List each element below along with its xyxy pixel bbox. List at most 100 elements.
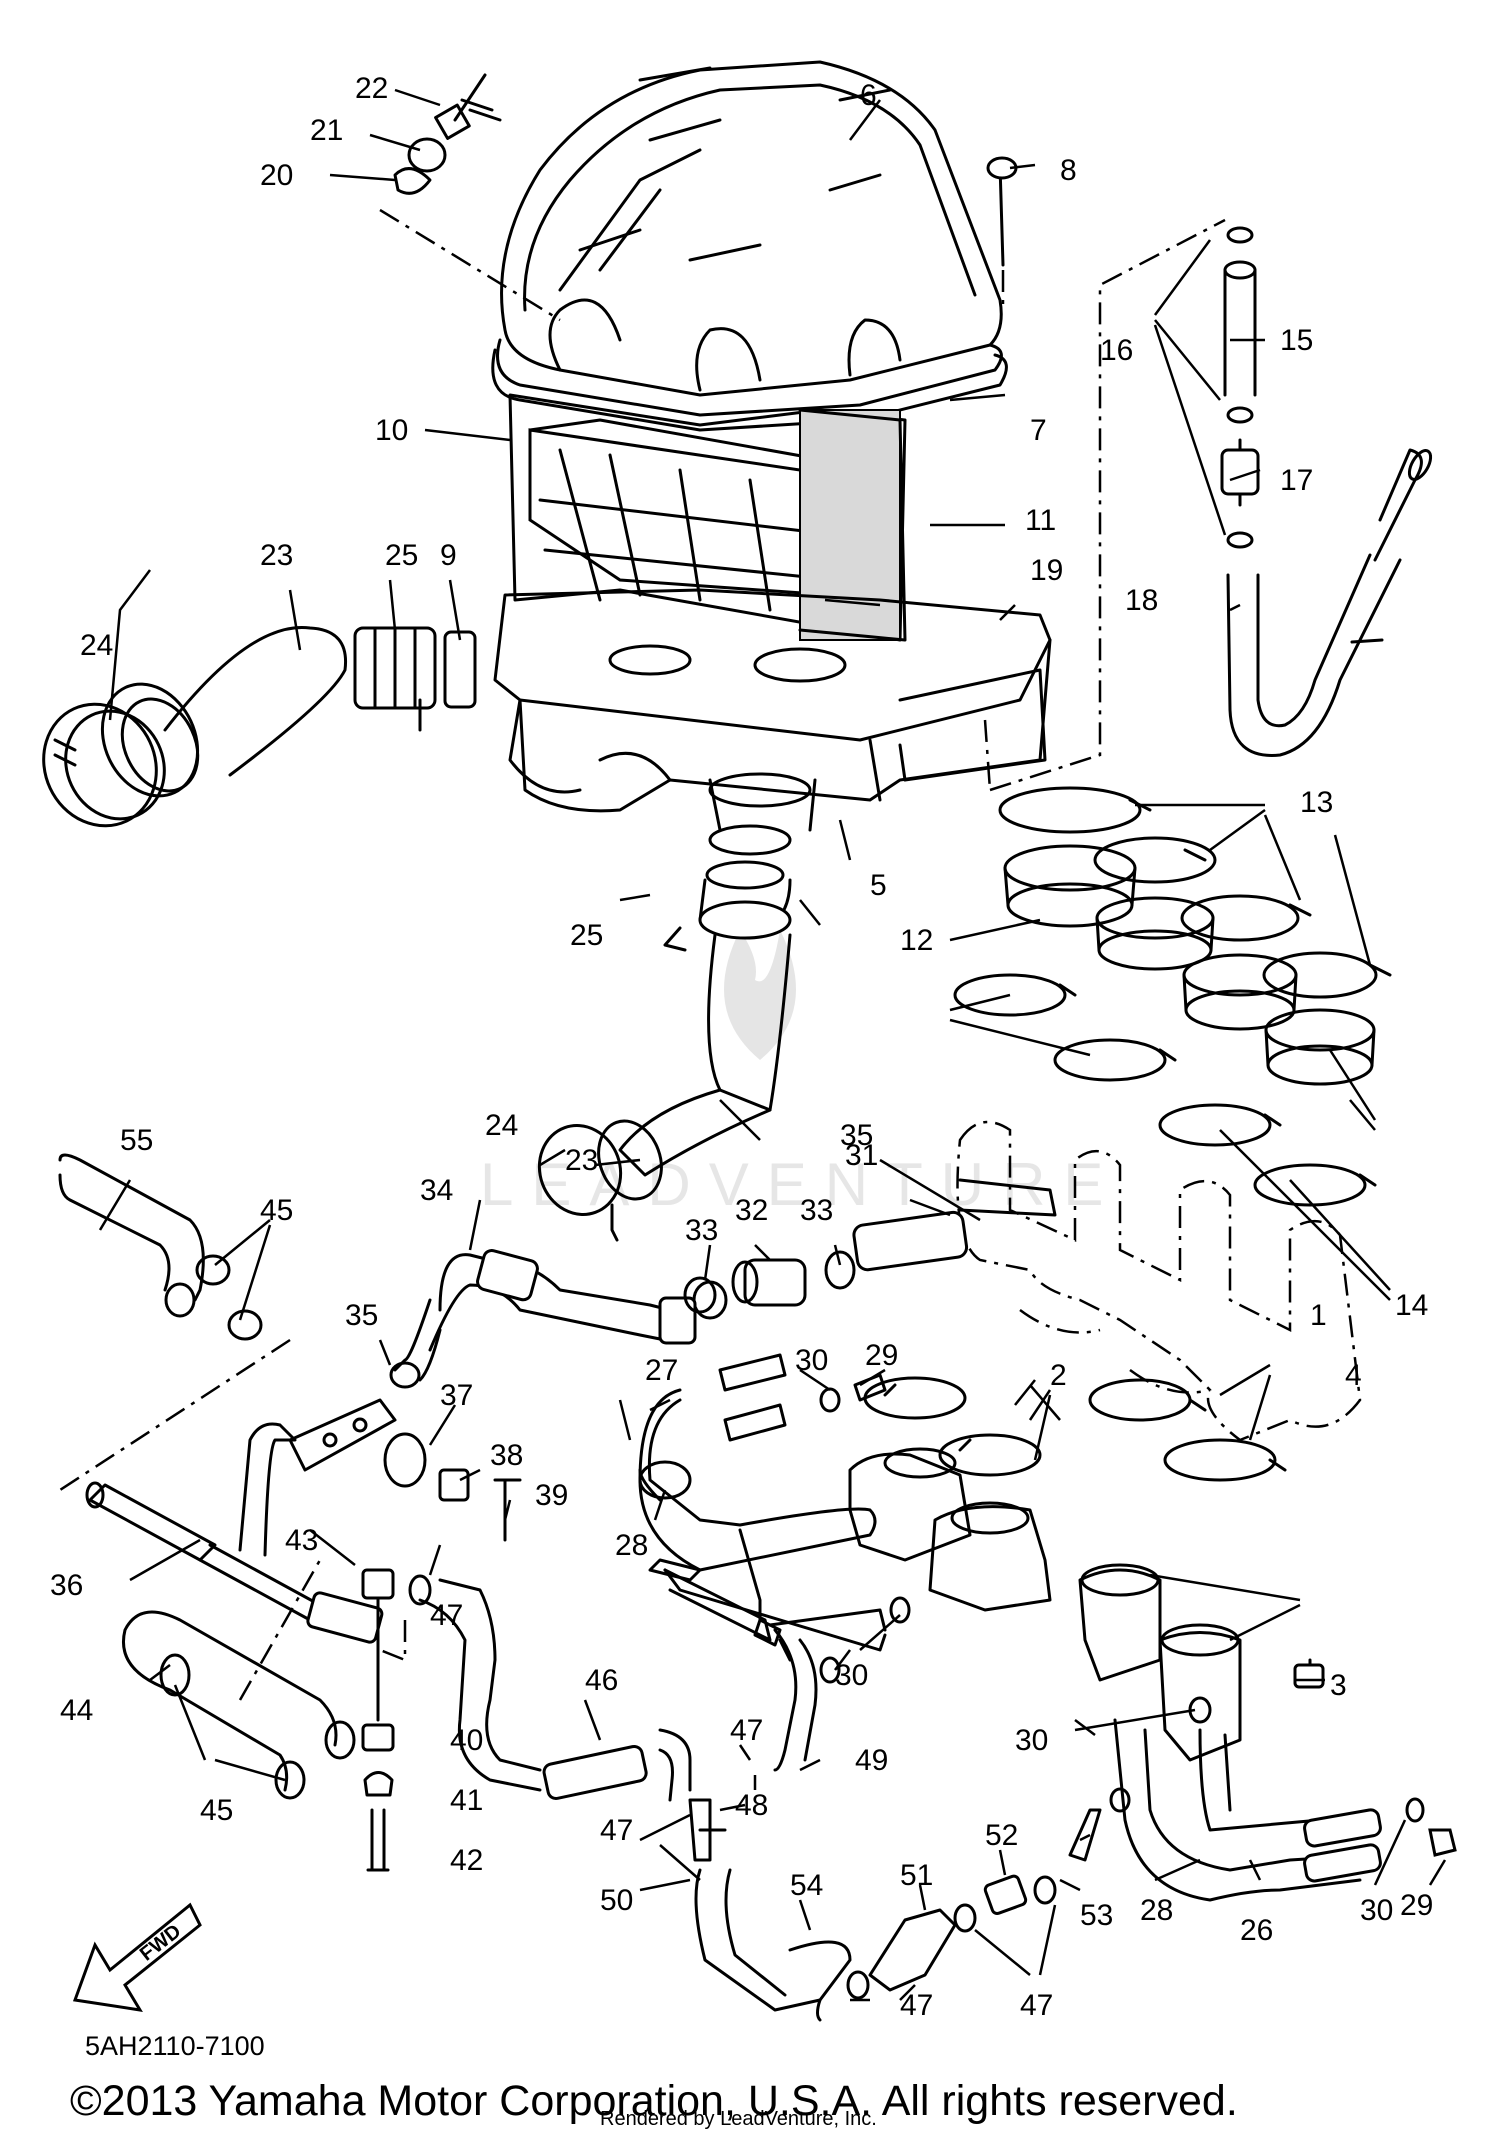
hose-55 <box>58 1153 263 1341</box>
callout-30d: 30 <box>1360 1894 1393 1927</box>
callout-5: 5 <box>870 869 887 902</box>
callout-32: 32 <box>735 1194 768 1227</box>
callout-52: 52 <box>985 1819 1018 1852</box>
callout-43: 43 <box>285 1524 318 1557</box>
callout-26: 26 <box>1240 1914 1273 1947</box>
assembly-line-breather <box>989 218 1226 792</box>
assembly-line-44 <box>238 1559 407 1701</box>
callout-33b: 33 <box>800 1194 833 1227</box>
callout-4: 4 <box>1345 1359 1362 1392</box>
callout-14: 14 <box>1395 1289 1428 1322</box>
callout-17: 17 <box>1280 464 1313 497</box>
callout-35a: 35 <box>345 1299 378 1332</box>
callout-10: 10 <box>375 414 408 447</box>
callout-15: 15 <box>1280 324 1313 357</box>
hose-chain-31-35 <box>389 1178 1057 1389</box>
callout-47d: 47 <box>900 1989 933 2022</box>
callout-28b: 28 <box>1140 1894 1173 1927</box>
breather-hose-assembly <box>1220 226 1433 757</box>
pipe-assembly-36 <box>85 1398 397 1644</box>
callout-45a: 45 <box>260 1194 293 1227</box>
callout-2: 2 <box>1050 1359 1067 1392</box>
callout-25a: 25 <box>385 539 418 572</box>
assembly-line-cover <box>379 208 561 322</box>
callout-12: 12 <box>900 924 933 957</box>
callout-50: 50 <box>600 1884 633 1917</box>
callout-54: 54 <box>790 1869 823 1902</box>
callout-13: 13 <box>1300 786 1333 819</box>
intake-duct-lower <box>537 824 792 1242</box>
callout-9: 9 <box>440 539 457 572</box>
callout-33a: 33 <box>685 1214 718 1247</box>
cover-gasket <box>491 348 1008 432</box>
callout-25b: 25 <box>570 919 603 952</box>
callout-23a: 23 <box>260 539 293 572</box>
callout-20: 20 <box>260 159 293 192</box>
callout-8: 8 <box>1060 154 1077 187</box>
callout-31: 31 <box>845 1139 878 1172</box>
misc-small-parts <box>683 1276 1457 1857</box>
callout-24b: 24 <box>485 1109 518 1142</box>
callout-35b: 35 <box>840 1119 873 1152</box>
callout-38: 38 <box>490 1439 523 1472</box>
carburetor-assembly <box>956 1120 1362 1442</box>
callout-30c: 30 <box>1015 1724 1048 1757</box>
callout-16: 16 <box>1100 334 1133 367</box>
callout-47a: 47 <box>430 1599 463 1632</box>
intake-duct-left <box>42 625 477 828</box>
callout-45b: 45 <box>200 1794 233 1827</box>
grommet-bolt-set <box>393 73 1018 267</box>
hose-set-27-28 <box>638 1353 887 1662</box>
callout-44: 44 <box>60 1694 93 1727</box>
callout-39: 39 <box>535 1479 568 1512</box>
hose-set-26-28 <box>1113 1718 1382 1902</box>
callout-40: 40 <box>450 1724 483 1757</box>
callout-7: 7 <box>1030 414 1047 447</box>
callout-3: 3 <box>1330 1669 1347 1702</box>
callout-46: 46 <box>585 1664 618 1697</box>
callout-47c: 47 <box>600 1814 633 1847</box>
rendered-by-notice: Rendered by LeadVenture, Inc. <box>600 2108 877 2129</box>
hose-49 <box>773 1628 818 1772</box>
callout-6: 6 <box>860 79 877 112</box>
callout-19: 19 <box>1030 554 1063 587</box>
filter-mesh <box>799 409 901 641</box>
air-box-cover <box>496 60 1003 417</box>
callout-30a: 30 <box>795 1344 828 1377</box>
hose-44 <box>122 1610 356 1800</box>
callout-28a: 28 <box>615 1529 648 1562</box>
callout-11: 11 <box>1025 504 1056 537</box>
callout-30b: 30 <box>835 1659 868 1692</box>
assembly-line-55 <box>59 1338 291 1492</box>
copyright-notice: ©2013 Yamaha Motor Corporation, U.S.A. A… <box>70 2077 1238 2125</box>
diagram-code: 5AH2110-7100 <box>85 2031 265 2061</box>
callout-24a: 24 <box>80 629 113 662</box>
callout-51: 51 <box>900 1859 933 1892</box>
air-filter-element <box>508 393 907 642</box>
callout-53: 53 <box>1080 1899 1113 1932</box>
callout-42: 42 <box>450 1844 483 1877</box>
leader-lines <box>98 88 1447 2002</box>
vacuum-hose-46 <box>408 1574 692 1802</box>
air-box-case <box>493 588 1052 832</box>
callout-47b: 47 <box>730 1714 763 1747</box>
callout-55: 55 <box>120 1124 153 1157</box>
small-hardware <box>361 1432 522 1872</box>
callout-36: 36 <box>50 1569 83 1602</box>
callout-37: 37 <box>440 1379 473 1412</box>
carburetor-joints <box>953 786 1392 1207</box>
callout-47e: 47 <box>1020 1989 1053 2022</box>
callout-18: 18 <box>1125 584 1158 617</box>
callout-29b: 29 <box>1400 1889 1433 1922</box>
callout-21: 21 <box>310 114 343 147</box>
forward-arrow: FWD <box>72 1902 202 2012</box>
callout-23b: 23 <box>565 1144 598 1177</box>
carburetor-holders <box>848 1376 1325 1762</box>
callout-labels: 1 2 3 4 5 6 7 8 9 10 11 12 13 14 15 16 1… <box>50 72 1433 2022</box>
callout-27: 27 <box>645 1354 678 1387</box>
callout-34: 34 <box>420 1174 453 1207</box>
callout-49: 49 <box>855 1744 888 1777</box>
callout-48: 48 <box>735 1789 768 1822</box>
callout-29a: 29 <box>865 1339 898 1372</box>
